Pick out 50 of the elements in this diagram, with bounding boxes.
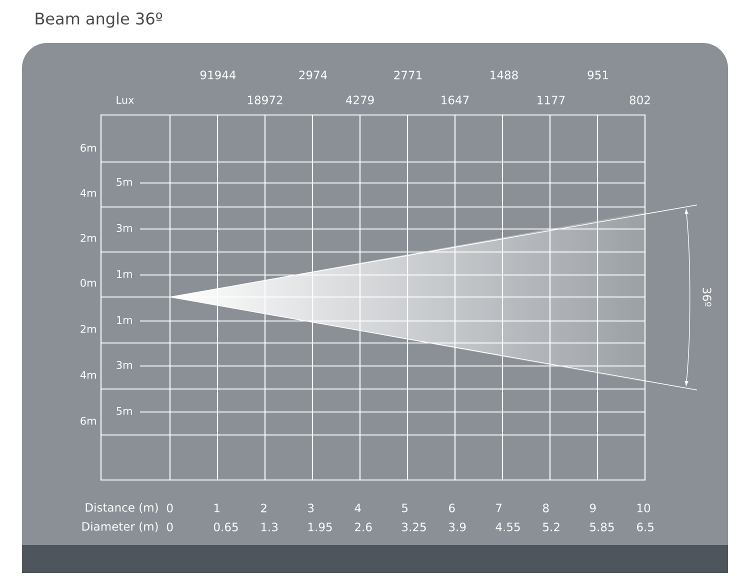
lux-value: 18972: [248, 96, 282, 104]
distance-value: 1: [214, 504, 220, 512]
lux-value: 2974: [299, 70, 327, 80]
lux-value: 2771: [394, 70, 422, 80]
lux-value: 951: [588, 70, 608, 80]
distance-label: 2m: [80, 325, 96, 333]
distance-label: 0m: [80, 278, 96, 287]
diameter-value: 0: [166, 522, 173, 532]
diameter-value: 0.65: [214, 522, 238, 532]
distance-label: 6m: [80, 416, 96, 425]
lux-value: 1177: [538, 96, 565, 104]
diameter-value: 1.3: [261, 522, 278, 532]
distance-label: 4m: [80, 371, 96, 379]
diameter-value: 2.6: [355, 522, 372, 532]
distance-label: 1m: [117, 316, 132, 324]
distance-value: 6: [449, 504, 455, 512]
distance-value: 8: [542, 504, 549, 512]
diameter-value: 3.9: [449, 522, 466, 532]
chart-title: Beam angle 36º: [36, 12, 162, 28]
distance-label: 3m: [116, 224, 132, 232]
lux-label: Lux: [116, 96, 134, 104]
angle-label: 36º: [702, 288, 712, 306]
lux-value: 1488: [490, 70, 518, 80]
distance-label: 3m: [116, 361, 132, 369]
lux-value: 1647: [442, 96, 469, 104]
diameter-value: 6.5: [637, 522, 654, 532]
distance-value: 4: [354, 504, 361, 512]
diameter-value: 1.95: [308, 522, 332, 532]
distance-label: 2m: [80, 234, 96, 242]
distance-value: 0: [166, 504, 173, 512]
diameter-value: 5.2: [543, 522, 560, 532]
diameter-value: 5.85: [590, 522, 614, 532]
distance-value: 7: [496, 504, 502, 512]
diameter-value: 3.25: [402, 522, 426, 532]
row-heading: Diameter (m): [82, 522, 158, 532]
distance-value: 5: [402, 504, 408, 512]
lux-value: 802: [630, 96, 650, 104]
distance-value: 9: [590, 504, 596, 512]
distance-value: 3: [308, 504, 314, 512]
lux-value: 91944: [200, 70, 236, 80]
distance-label: 1m: [117, 270, 132, 278]
distance-label: 5m: [116, 178, 132, 186]
distance-value: 10: [637, 504, 650, 512]
distance-value: 2: [261, 504, 266, 512]
distance-label: 4m: [80, 189, 96, 197]
row-heading: Distance (m): [86, 502, 158, 514]
distance-label: 5m: [116, 407, 132, 415]
lux-value: 4279: [346, 96, 374, 104]
distance-label: 6m: [80, 144, 96, 152]
diameter-value: 4.55: [496, 522, 520, 532]
